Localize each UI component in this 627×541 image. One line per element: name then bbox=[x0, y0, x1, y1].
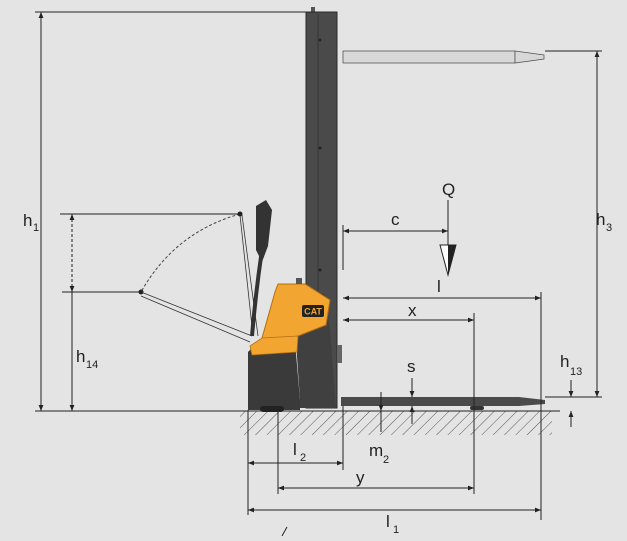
label-l1-sub: 1 bbox=[393, 524, 399, 536]
dimension-l2: l 2 bbox=[247, 406, 344, 515]
truck-body: CAT bbox=[248, 278, 336, 412]
tiller-handle bbox=[239, 200, 272, 337]
label-s: s bbox=[407, 357, 416, 376]
dimension-c: c bbox=[342, 210, 448, 270]
fork-lowered bbox=[341, 397, 545, 410]
label-l: l bbox=[437, 277, 441, 296]
tiller-swing-arc bbox=[138, 211, 253, 343]
dimension-h13: h 13 bbox=[548, 352, 582, 427]
label-l2: l bbox=[293, 440, 297, 459]
label-h1-sub: 1 bbox=[33, 222, 39, 234]
fork-raised bbox=[342, 50, 545, 64]
ground bbox=[35, 410, 560, 435]
label-x: x bbox=[408, 301, 417, 320]
dimension-s: s bbox=[407, 357, 416, 424]
label-m2: m bbox=[369, 441, 383, 460]
dimension-l1: l 1 bbox=[248, 507, 541, 536]
label-h3-sub: 3 bbox=[606, 222, 612, 234]
label-c: c bbox=[391, 210, 400, 229]
label-m2-sub: 2 bbox=[383, 454, 389, 466]
label-y: y bbox=[356, 468, 365, 487]
dimension-h1: h 1 bbox=[23, 11, 312, 411]
label-l1: l bbox=[386, 512, 390, 531]
dimension-l: l bbox=[343, 277, 542, 520]
dimension-y: y bbox=[277, 412, 474, 494]
dimension-h14: h 14 bbox=[60, 213, 240, 411]
load-q-arrow: Q bbox=[439, 180, 457, 277]
label-l2-sub: 2 bbox=[300, 452, 306, 464]
dimension-h3: h 3 bbox=[545, 50, 612, 398]
label-h3: h bbox=[596, 210, 605, 229]
stray-mark bbox=[281, 526, 288, 537]
label-h14: h bbox=[76, 347, 85, 366]
cat-logo: CAT bbox=[304, 307, 322, 317]
label-h1: h bbox=[23, 211, 32, 230]
label-h13: h bbox=[560, 352, 569, 371]
label-q: Q bbox=[442, 180, 455, 199]
dimension-x: x bbox=[343, 301, 475, 494]
label-h13-sub: 13 bbox=[570, 366, 582, 378]
dimension-m2: m 2 bbox=[369, 392, 389, 466]
label-h14-sub: 14 bbox=[86, 359, 98, 371]
